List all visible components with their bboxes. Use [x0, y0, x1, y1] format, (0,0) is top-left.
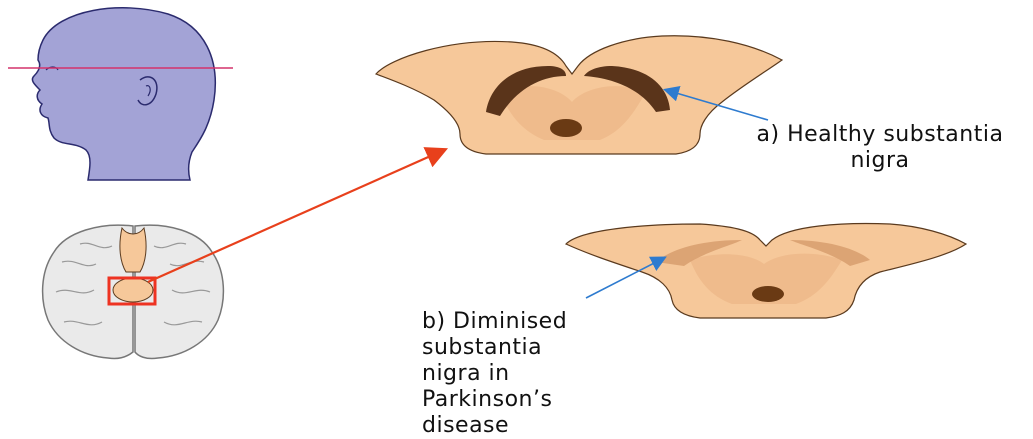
label-healthy-line2: nigra — [735, 148, 1025, 174]
pointer-arrow — [148, 150, 444, 282]
brainstem-structure — [120, 228, 146, 272]
midbrain-healthy — [376, 36, 782, 154]
label-healthy-substantia-nigra: a) Healthy substantia nigra — [735, 122, 1025, 174]
head-illustration — [8, 8, 233, 180]
label-diminished-line4: Parkinson’s — [422, 387, 567, 413]
midbrain-diminished — [566, 224, 966, 318]
midbrain-mini — [113, 278, 153, 302]
label-diminished-substantia-nigra: b) Diminised substantia nigra in Parkins… — [422, 309, 567, 439]
label-diminished-line1: b) Diminised — [422, 309, 567, 335]
brain-illustration — [43, 225, 224, 358]
label-diminished-line3: nigra in — [422, 361, 567, 387]
cerebral-aqueduct-healthy — [550, 119, 582, 137]
head-silhouette — [32, 8, 215, 180]
label-diminished-line5: disease — [422, 413, 567, 439]
label-healthy-line1: a) Healthy substantia — [735, 122, 1025, 148]
cerebral-aqueduct-diminished — [752, 286, 784, 302]
label-diminished-line2: substantia — [422, 335, 567, 361]
